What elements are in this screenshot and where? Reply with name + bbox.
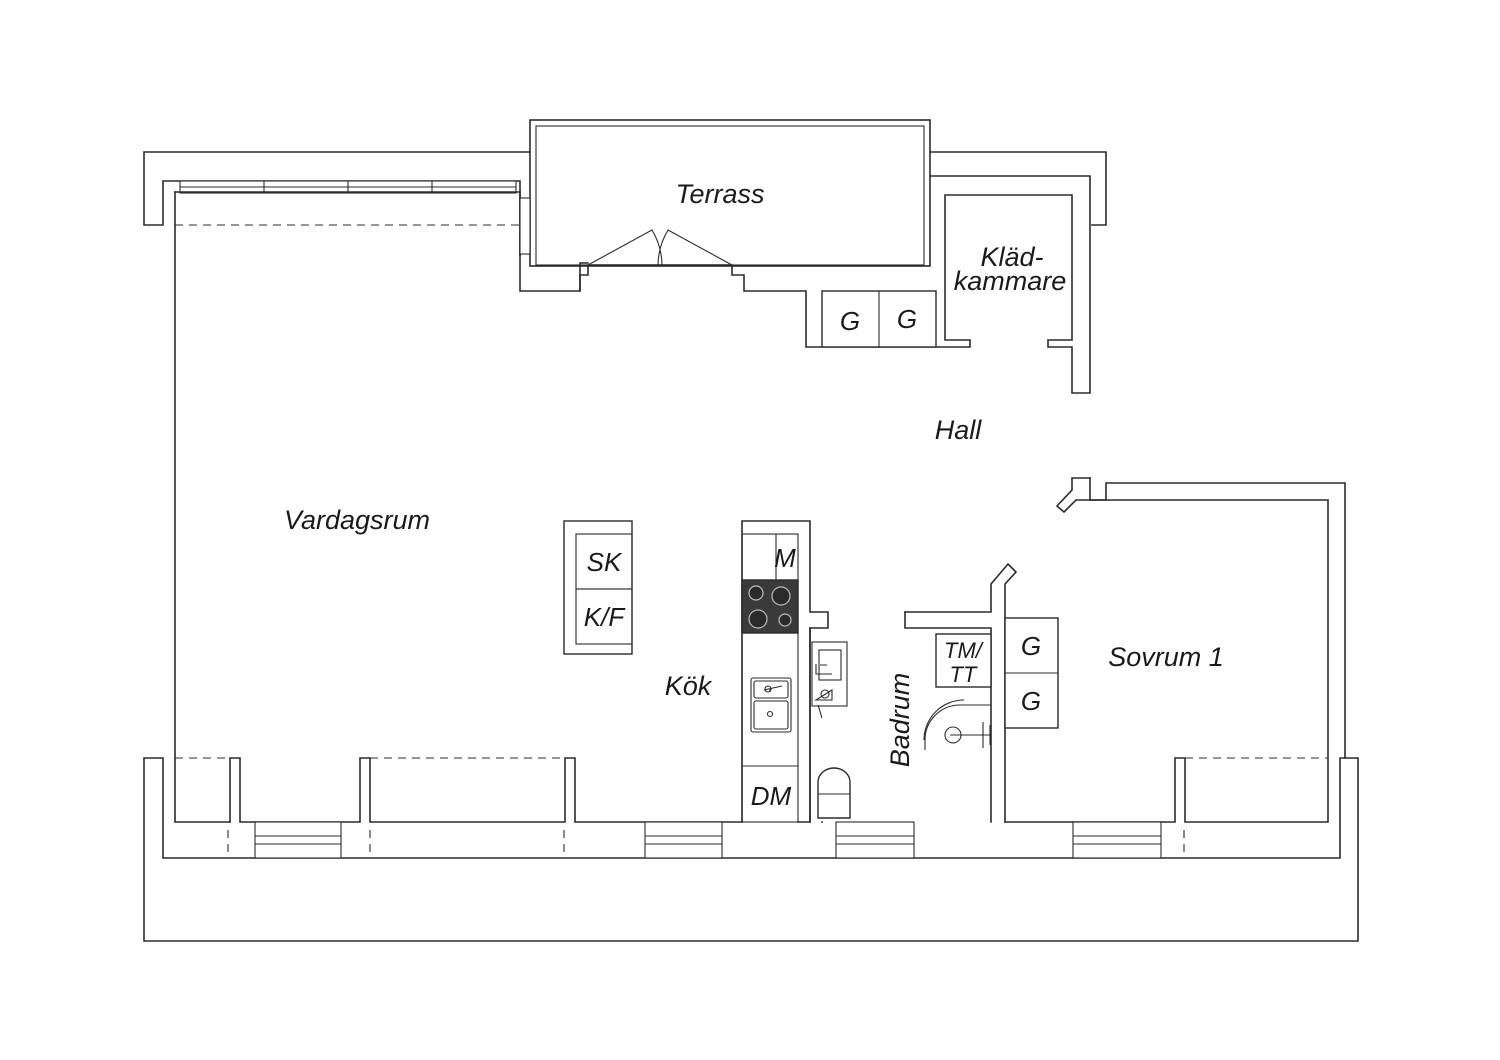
kitchen-sink-icon <box>750 677 792 733</box>
bathroom-walls <box>809 562 1018 823</box>
washer-dryer-label-2: TT <box>950 662 978 687</box>
shower-icon <box>923 699 991 750</box>
room-label-terrass: Terrass <box>675 179 764 209</box>
room-label-kladkammare-2: kammare <box>954 266 1067 296</box>
room-label-badrum: Badrum <box>885 673 915 768</box>
wardrobe-label: G <box>840 306 860 336</box>
microwave-label: M <box>774 543 796 573</box>
freezer-label: SK <box>587 547 623 577</box>
washer-dryer-label-1: TM/ <box>944 638 984 663</box>
room-label-hall: Hall <box>935 415 983 445</box>
room-label-kladkammare-1: Kläd- <box>980 242 1043 272</box>
hall-bedroom-door <box>1055 477 1091 514</box>
fridge-freezer-label: K/F <box>584 602 627 632</box>
living-room-walls <box>174 180 531 823</box>
bedroom-wardrobes <box>1004 617 1059 729</box>
room-label-kok: Kök <box>665 671 713 701</box>
bathroom-sink-icon <box>811 641 848 719</box>
toilet-icon <box>817 767 851 819</box>
kitchen-island <box>563 520 633 655</box>
washer-dryer <box>935 633 992 688</box>
wardrobe-label: G <box>897 304 917 334</box>
burner <box>778 613 792 627</box>
burner <box>748 609 768 629</box>
wardrobe-label: G <box>1021 631 1041 661</box>
bottom-wall <box>175 477 1346 859</box>
room-label-sovrum: Sovrum 1 <box>1108 642 1224 672</box>
room-label-vardagsrum: Vardagsrum <box>284 505 430 535</box>
burner <box>771 586 791 606</box>
burner <box>748 585 764 601</box>
wardrobe-label: G <box>1021 686 1041 716</box>
hall-wardrobes <box>821 290 937 348</box>
terrace <box>529 119 1091 394</box>
stove-hob <box>741 579 799 634</box>
dishwasher-label: DM <box>751 781 792 811</box>
